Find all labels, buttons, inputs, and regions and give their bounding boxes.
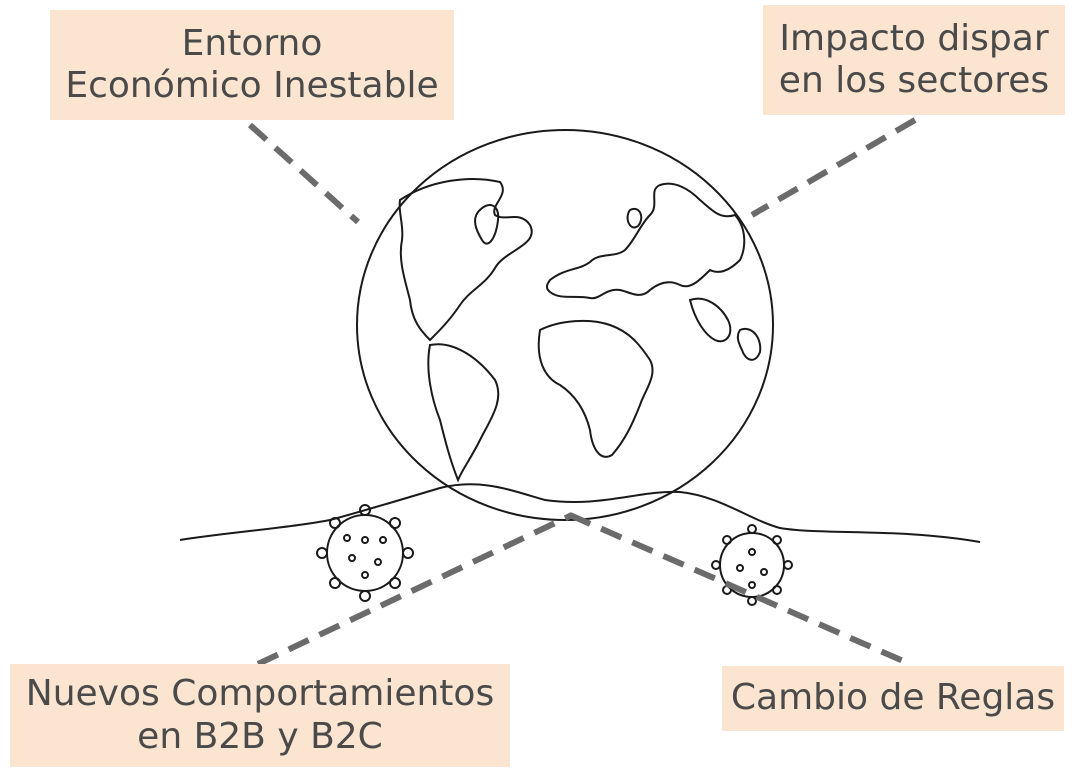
- label-text-line: Cambio de Reglas: [730, 677, 1056, 719]
- virus-left-icon: [316, 504, 414, 602]
- label-text-line: Impacto dispar: [779, 17, 1049, 59]
- ground-line: [179, 483, 981, 543]
- label-text-line: Entorno: [181, 22, 323, 64]
- label-text-line: en B2B y B2C: [137, 715, 383, 757]
- label-text-line: Nuevos Comportamientos: [25, 673, 495, 715]
- label-nuevos-comportamientos: Nuevos Comportamientos en B2B y B2C: [10, 664, 510, 767]
- globe-icon: [356, 129, 774, 521]
- label-text-line: Económico Inestable: [65, 65, 439, 106]
- label-cambio-de-reglas: Cambio de Reglas: [722, 666, 1064, 731]
- label-text-line: en los sectores: [778, 60, 1050, 101]
- connector-bottom-right: [568, 512, 912, 667]
- label-entorno-economico: Entorno Económico Inestable: [50, 10, 454, 120]
- virus-right-icon: [711, 524, 793, 606]
- connector-bottom-left: [256, 512, 574, 667]
- connector-top-right: [750, 117, 917, 218]
- connector-top-left: [247, 122, 361, 225]
- label-impacto-dispar: Impacto dispar en los sectores: [763, 5, 1065, 115]
